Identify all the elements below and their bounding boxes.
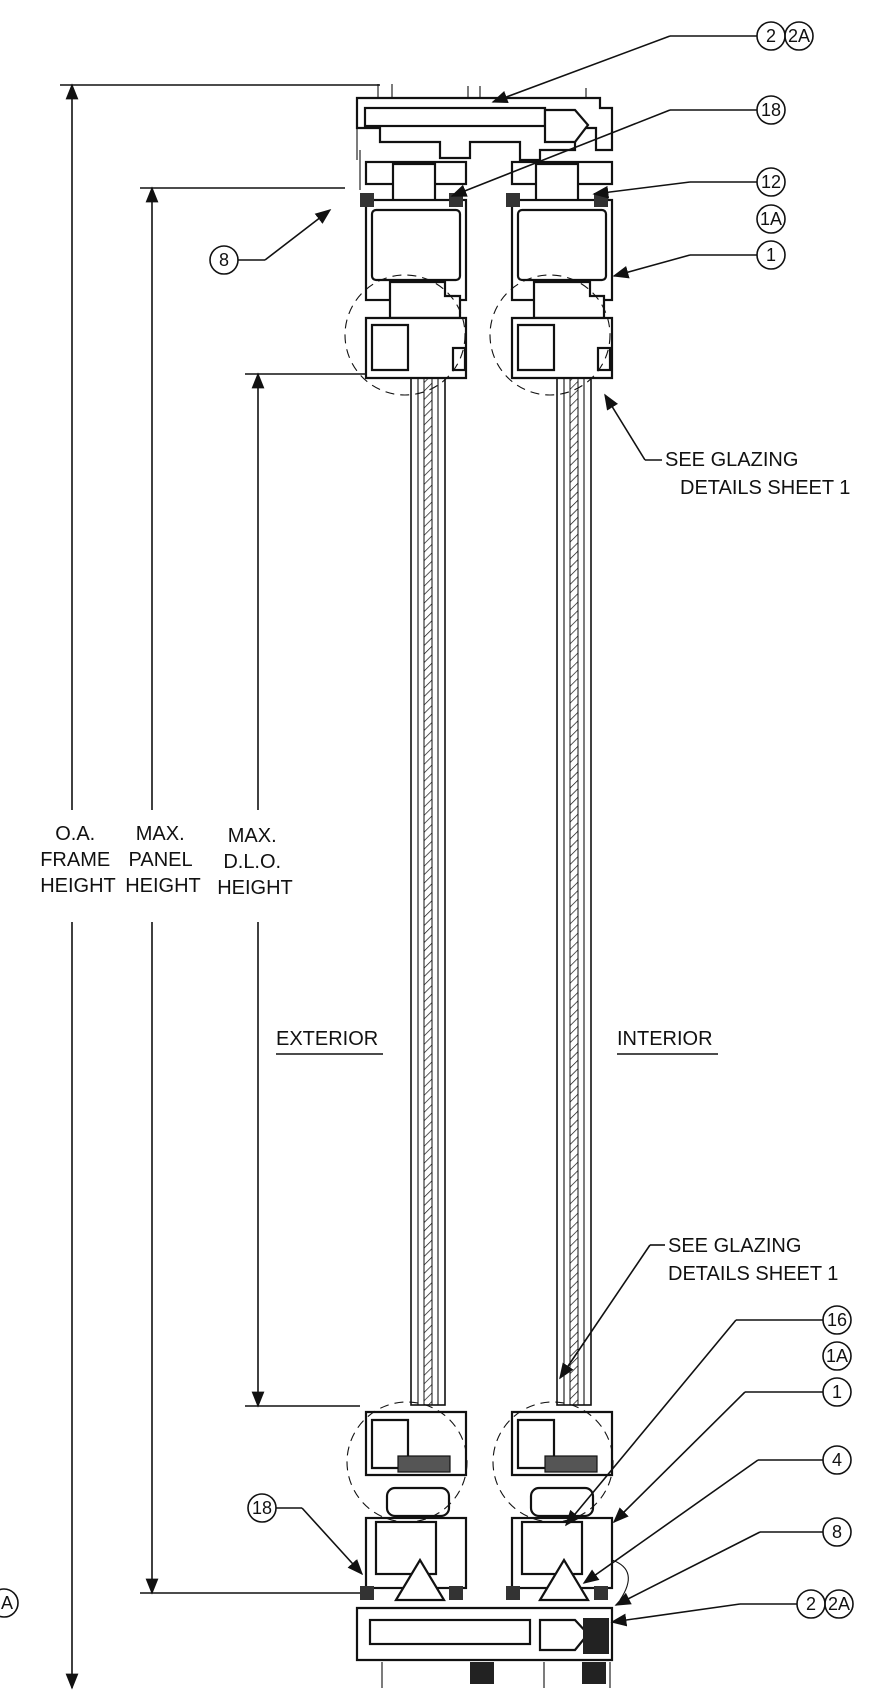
bottom-exterior-sash [346,1401,468,1602]
svg-text:SEE GLAZING DETAILS SHEE: SEE GLAZING DETAILS SHEET 1 [665,449,850,499]
callout-bottom-8: 8 [614,1517,852,1606]
callout-bottom-2a: 2A [824,1589,854,1619]
head-frame-profile [355,84,614,190]
dimension-max-panel [140,186,360,1595]
max-panel-label: MAX. PANEL HEIGHT [125,823,201,897]
svg-text:12: 12 [761,172,781,192]
svg-text:18: 18 [252,1498,272,1518]
exterior-label: EXTERIOR [276,1028,378,1050]
note-bottom-glazing: SEE GLAZING DETAILS SHEET 1 [559,1235,838,1380]
callout-top-18: 18 [450,95,786,197]
interior-label: INTERIOR [617,1028,713,1050]
callout-top-2: 2 [491,21,786,103]
callout-top-1a: 1A [756,204,786,234]
svg-text:1A: 1A [760,209,782,229]
bottom-interior-sash [492,1401,614,1602]
sill-frame-profile [355,1559,629,1688]
dimension-max-dlo [245,372,365,1408]
svg-text:A: A [1,1593,13,1613]
svg-text:1: 1 [766,245,776,265]
svg-text:16: 16 [827,1310,847,1330]
callout-top-12: 12 [592,167,786,199]
svg-text:SEE GLAZING DETAILS SHEE: SEE GLAZING DETAILS SHEET 1 [668,1235,838,1285]
svg-text:8: 8 [832,1522,842,1542]
callout-top-2a: 2A [784,21,814,51]
svg-text:4: 4 [832,1450,842,1470]
callout-bottom-18: 18 [247,1493,364,1576]
callout-bottom-4: 4 [582,1445,852,1584]
svg-text:2A: 2A [828,1594,850,1614]
dimension-oa-frame [60,83,380,1690]
note-top-glazing: SEE GLAZING DETAILS SHEET 1 [604,393,850,499]
callout-partial-left: A [0,1588,19,1618]
callout-bottom-2: 2 [610,1589,826,1627]
svg-text:1: 1 [832,1382,842,1402]
svg-text:2: 2 [766,26,776,46]
exterior-glass-panel [410,339,446,1406]
callout-bottom-1a: 1A [822,1341,852,1371]
callout-bottom-1: 1 [612,1377,852,1524]
callout-top-8: 8 [209,209,332,275]
interior-glass-panel [556,339,592,1406]
svg-text:2A: 2A [788,26,810,46]
top-exterior-sash [344,160,468,396]
callout-bottom-16: 16 [564,1305,852,1527]
svg-text:2: 2 [806,1594,816,1614]
svg-text:8: 8 [219,250,229,270]
oa-frame-label: O.A. FRAME HEIGHT [40,823,116,897]
top-interior-sash [489,160,614,396]
callout-top-1: 1 [612,240,786,279]
svg-text:1A: 1A [826,1346,848,1366]
max-dlo-label: MAX. D.L.O. HEIGHT [217,825,293,899]
svg-text:18: 18 [761,100,781,120]
